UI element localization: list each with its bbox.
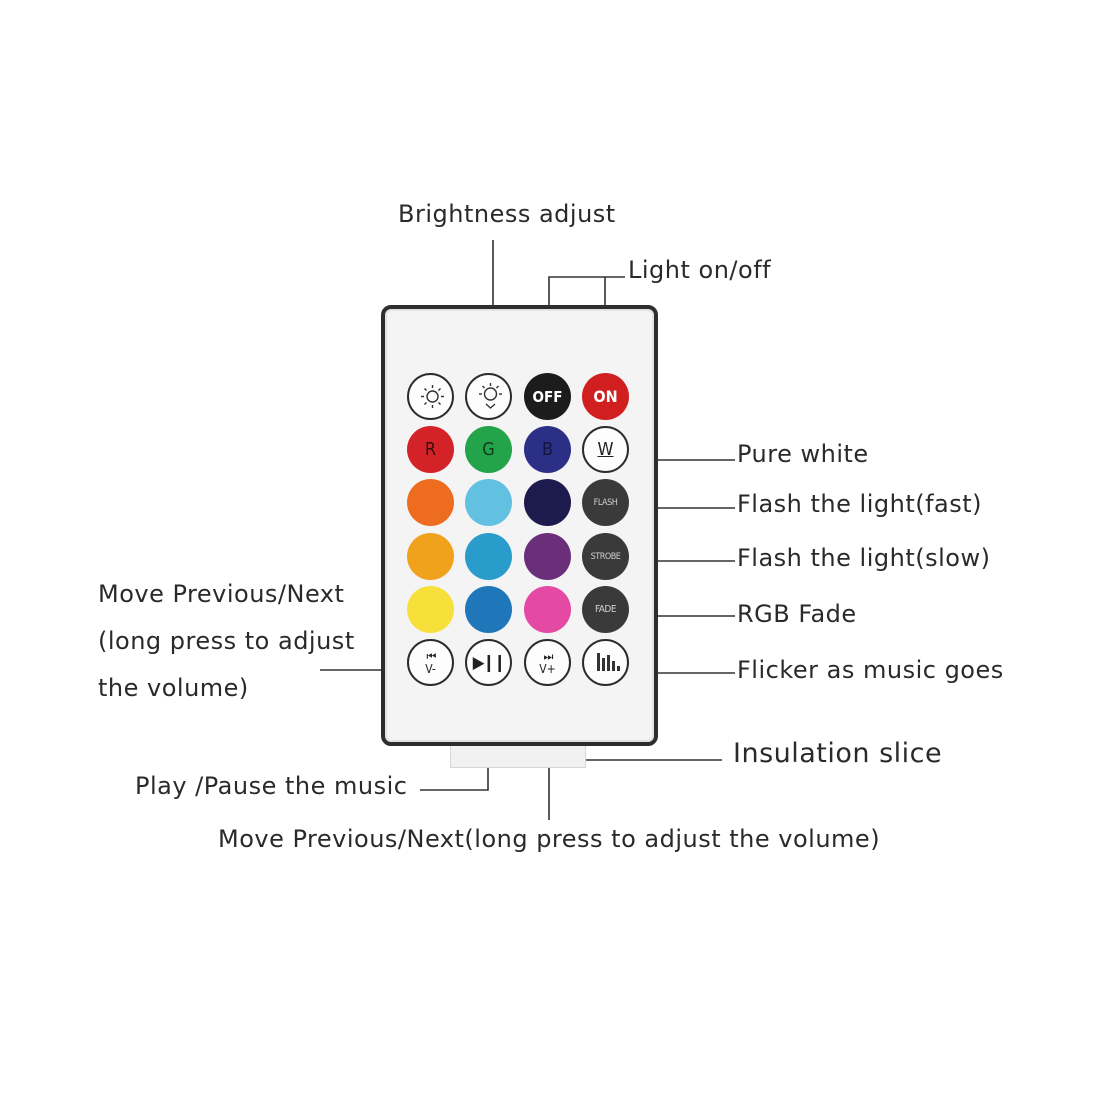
strobe-button-label: STROBE	[590, 551, 621, 562]
green-button-label: G	[482, 439, 495, 460]
on-button[interactable]: ON	[582, 373, 629, 420]
previous-icon: ⏮	[426, 649, 437, 663]
music-mode-button[interactable]	[582, 639, 629, 686]
strobe-button[interactable]: STROBE	[582, 533, 629, 580]
move-prev-label-line1: Move Previous/Next	[98, 580, 345, 608]
blue-button-2[interactable]	[465, 586, 512, 633]
play-pause-label: Play /Pause the music	[135, 772, 408, 800]
yellow-button[interactable]	[407, 586, 454, 633]
red-button[interactable]: R	[407, 426, 454, 473]
flash-slow-label: Flash the light(slow)	[737, 544, 991, 572]
white-button-label: W	[597, 439, 614, 460]
move-next-label: Move Previous/Next(long press to adjust …	[218, 825, 881, 853]
brightness-down-button[interactable]	[407, 373, 454, 420]
flash-fast-label: Flash the light(fast)	[737, 490, 983, 518]
insulation-slice	[450, 746, 586, 768]
flash-button-label: FLASH	[593, 497, 618, 508]
flicker-music-label: Flicker as music goes	[737, 656, 1004, 684]
play-pause-button[interactable]: ▶❙❙	[465, 639, 512, 686]
light-onoff-label: Light on/off	[628, 256, 772, 284]
brightness-up-button[interactable]	[465, 373, 512, 420]
sun-up-icon	[479, 383, 502, 409]
prev-vol-down-label: V-	[425, 661, 436, 676]
red-button-label: R	[424, 439, 437, 460]
green-button[interactable]: G	[465, 426, 512, 473]
next-icon: ⏭	[543, 649, 554, 663]
rgb-fade-label: RGB Fade	[737, 600, 857, 628]
orange-button[interactable]	[407, 479, 454, 526]
sun-down-icon	[421, 385, 444, 408]
next-vol-up-button[interactable]: ⏭ V+	[524, 639, 571, 686]
play-pause-icon: ▶❙❙	[472, 652, 506, 673]
move-prev-label-line3: the volume)	[98, 674, 249, 702]
purple-button[interactable]	[524, 533, 571, 580]
pure-white-label: Pure white	[737, 440, 869, 468]
blue-button[interactable]: B	[524, 426, 571, 473]
insulation-slice-label: Insulation slice	[733, 738, 943, 769]
flash-button[interactable]: FLASH	[582, 479, 629, 526]
next-vol-up-label: V+	[539, 661, 556, 676]
navy-button[interactable]	[524, 479, 571, 526]
cyan-button[interactable]	[465, 533, 512, 580]
fade-button[interactable]: FADE	[582, 586, 629, 633]
on-button-label: ON	[593, 387, 618, 406]
white-button[interactable]: W	[582, 426, 629, 473]
fade-button-label: FADE	[594, 604, 617, 615]
brightness-adjust-label: Brightness adjust	[398, 200, 616, 228]
amber-button[interactable]	[407, 533, 454, 580]
equalizer-icon	[597, 653, 620, 671]
sky-blue-button[interactable]	[465, 479, 512, 526]
pink-button[interactable]	[524, 586, 571, 633]
prev-vol-down-button[interactable]: ⏮ V-	[407, 639, 454, 686]
off-button[interactable]: OFF	[524, 373, 571, 420]
off-button-label: OFF	[532, 387, 563, 406]
blue-button-label: B	[541, 439, 554, 460]
move-prev-label-line2: (long press to adjust	[98, 627, 355, 655]
